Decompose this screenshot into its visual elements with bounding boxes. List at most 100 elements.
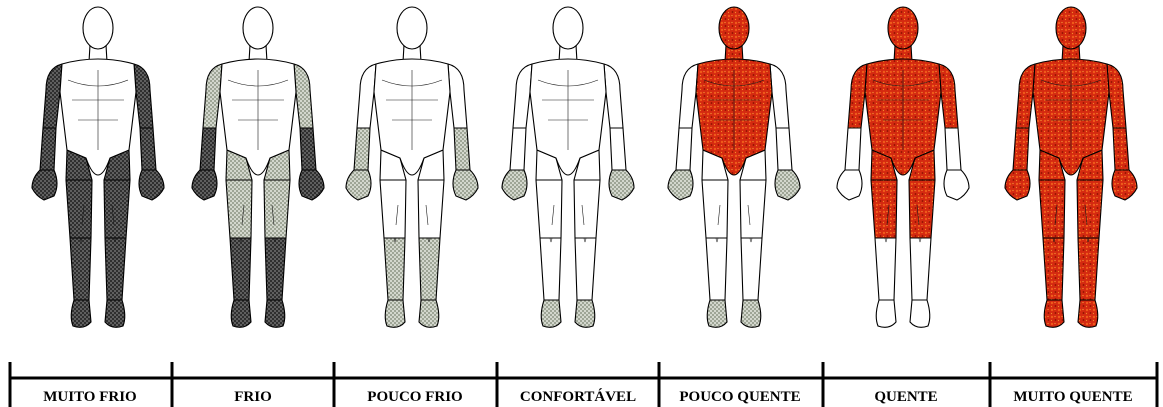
hand-left xyxy=(668,170,693,200)
shin-left xyxy=(1043,238,1064,300)
forearm-left xyxy=(40,128,56,170)
upper-arm-right xyxy=(604,64,623,128)
forearm-left xyxy=(200,128,216,170)
body-figure-confort-vel xyxy=(502,7,634,327)
foot-right xyxy=(105,300,125,327)
thigh-right xyxy=(574,180,600,238)
foot-left xyxy=(876,300,896,327)
hand-right xyxy=(1112,170,1137,200)
upper-arm-right xyxy=(294,64,313,128)
forearm-right xyxy=(454,128,470,170)
forearm-left xyxy=(1013,128,1029,170)
foot-left xyxy=(1044,300,1064,327)
label-muito-quente: MUITO QUENTE xyxy=(1013,389,1132,405)
head xyxy=(1056,7,1086,49)
thigh-right xyxy=(104,180,130,238)
shin-right xyxy=(105,238,126,300)
hand-left xyxy=(32,170,57,200)
shin-right xyxy=(265,238,286,300)
upper-arm-left xyxy=(679,64,698,128)
head xyxy=(397,7,427,49)
upper-arm-right xyxy=(448,64,467,128)
head xyxy=(243,7,273,49)
label-pouco-quente: POUCO QUENTE xyxy=(679,389,800,405)
forearm-left xyxy=(510,128,526,170)
upper-arm-left xyxy=(1016,64,1035,128)
shin-right xyxy=(419,238,440,300)
upper-arm-right xyxy=(134,64,153,128)
foot-right xyxy=(1078,300,1098,327)
thigh-right xyxy=(740,180,766,238)
forearm-right xyxy=(945,128,961,170)
body-figure-muito-quente xyxy=(1005,7,1137,327)
upper-arm-left xyxy=(203,64,222,128)
forearm-right xyxy=(776,128,792,170)
label-quente: QUENTE xyxy=(874,389,937,405)
upper-arm-right xyxy=(770,64,789,128)
shin-right xyxy=(575,238,596,300)
body-figure-quente xyxy=(837,7,969,327)
shin-left xyxy=(706,238,727,300)
thigh-left xyxy=(536,180,562,238)
upper-arm-right xyxy=(1107,64,1126,128)
shin-left xyxy=(384,238,405,300)
foot-right xyxy=(419,300,439,327)
hand-left xyxy=(1005,170,1030,200)
upper-arm-left xyxy=(43,64,62,128)
hand-right xyxy=(944,170,969,200)
shin-right xyxy=(741,238,762,300)
figures-layer xyxy=(32,7,1137,327)
hand-right xyxy=(299,170,324,200)
upper-arm-left xyxy=(848,64,867,128)
thigh-left xyxy=(871,180,897,238)
foot-right xyxy=(575,300,595,327)
foot-left xyxy=(231,300,251,327)
head xyxy=(83,7,113,49)
forearm-left xyxy=(354,128,370,170)
foot-left xyxy=(385,300,405,327)
thigh-left xyxy=(226,180,252,238)
body-figure-pouco-frio xyxy=(346,7,478,327)
hand-right xyxy=(609,170,634,200)
hand-right xyxy=(139,170,164,200)
hand-left xyxy=(837,170,862,200)
thigh-right xyxy=(264,180,290,238)
thigh-left xyxy=(380,180,406,238)
thigh-right xyxy=(909,180,935,238)
head xyxy=(719,7,749,49)
label-pouco-frio: POUCO FRIO xyxy=(367,389,462,405)
upper-arm-left xyxy=(513,64,532,128)
hand-left xyxy=(502,170,527,200)
hand-right xyxy=(453,170,478,200)
shin-left xyxy=(70,238,91,300)
foot-left xyxy=(707,300,727,327)
body-figure-frio xyxy=(192,7,324,327)
forearm-right xyxy=(1113,128,1129,170)
shin-right xyxy=(910,238,931,300)
shin-left xyxy=(875,238,896,300)
foot-right xyxy=(910,300,930,327)
head xyxy=(888,7,918,49)
hand-right xyxy=(775,170,800,200)
thigh-right xyxy=(1077,180,1103,238)
body-figure-muito-frio xyxy=(32,7,164,327)
thigh-left xyxy=(1039,180,1065,238)
thermal-scale: MUITO FRIO FRIO POUCO FRIO CONFORTÁVEL P… xyxy=(10,362,1157,407)
upper-arm-left xyxy=(357,64,376,128)
upper-arm-right xyxy=(939,64,958,128)
shin-right xyxy=(1078,238,1099,300)
forearm-right xyxy=(300,128,316,170)
hand-left xyxy=(192,170,217,200)
thigh-left xyxy=(66,180,92,238)
body-figure-pouco-quente xyxy=(668,7,800,327)
foot-right xyxy=(265,300,285,327)
foot-left xyxy=(71,300,91,327)
head xyxy=(553,7,583,49)
thigh-left xyxy=(702,180,728,238)
hand-left xyxy=(346,170,371,200)
label-frio: FRIO xyxy=(234,389,272,405)
foot-right xyxy=(741,300,761,327)
shin-left xyxy=(230,238,251,300)
thigh-right xyxy=(418,180,444,238)
